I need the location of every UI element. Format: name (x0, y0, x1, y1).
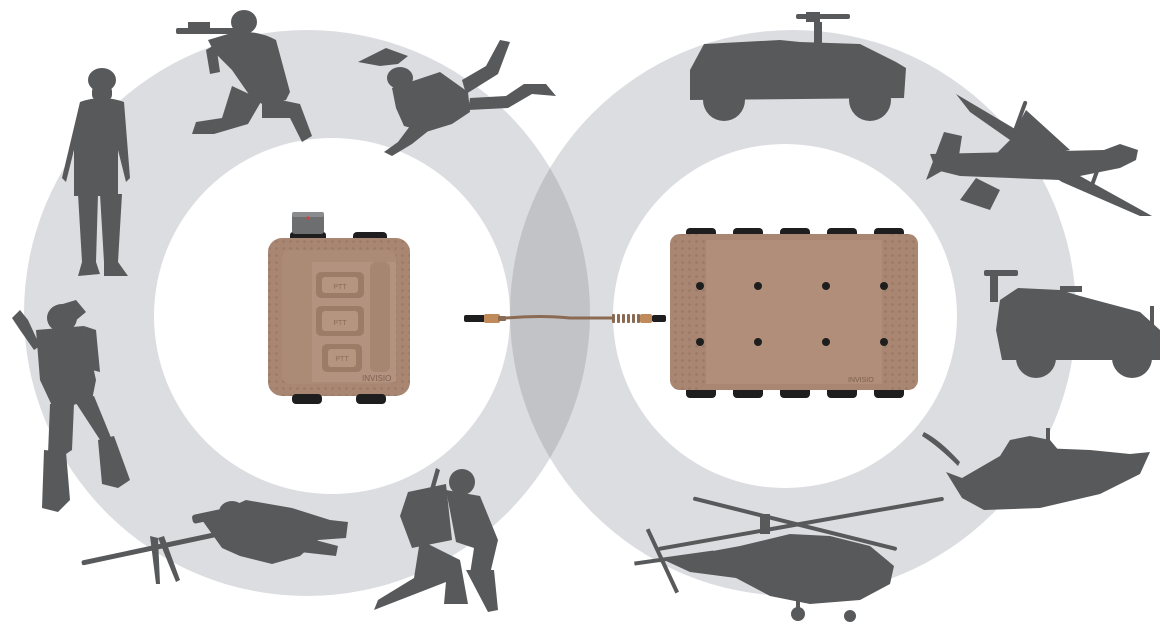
freefall-parachutist-icon (358, 40, 556, 156)
armored-patrol-vehicle-icon (984, 270, 1160, 378)
standing-soldier-icon (62, 68, 130, 276)
ptt-button-2[interactable]: PTT (316, 306, 364, 336)
kneeling-radio-operator-icon (374, 468, 498, 612)
combat-diver-icon (12, 300, 130, 512)
ptt-button-1-label: PTT (333, 284, 347, 291)
control-unit-brand: INVISIO (362, 374, 391, 383)
bottom-port-right (356, 394, 386, 404)
kneeling-rifleman-icon (176, 10, 312, 142)
bottom-port-left (292, 394, 322, 404)
ptt-button-3[interactable]: PTT (322, 344, 362, 372)
cable-coil (612, 314, 640, 323)
ptt-button-3-label: PTT (335, 356, 349, 363)
hub-brand: INVISIO (848, 377, 874, 384)
hub-screws (696, 282, 888, 346)
helicopter-icon (634, 496, 944, 622)
prone-sniper-icon (81, 500, 348, 584)
coiled-cable (464, 314, 666, 323)
humvee-icon (690, 12, 906, 121)
ptt-button-1[interactable]: PTT (316, 272, 364, 298)
body-worn-control-unit: PTT PTT PTT INVISIO (268, 212, 410, 404)
patrol-boat-icon (922, 428, 1150, 510)
ptt-button-2-label: PTT (333, 320, 347, 327)
transport-aircraft-icon (926, 94, 1152, 216)
intercom-hub: INVISIO (670, 228, 918, 398)
